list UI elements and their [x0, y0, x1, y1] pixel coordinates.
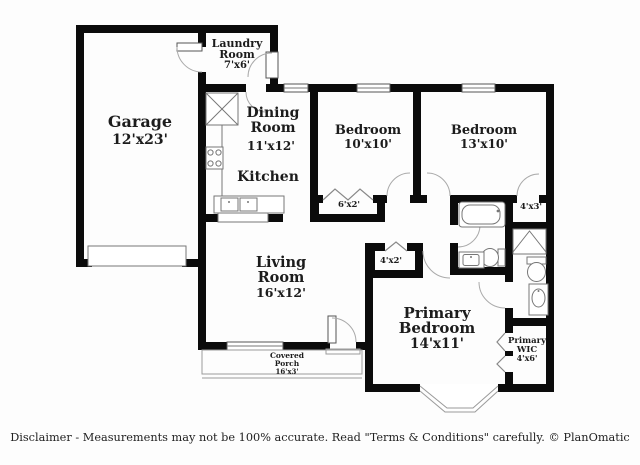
hall-toilet: [481, 248, 506, 267]
primary-bedroom-dims: 14'x11': [410, 336, 464, 352]
laundry-dims: 7'x6': [224, 60, 250, 71]
front-door: [325, 315, 361, 355]
dining-dims: 11'x12': [247, 139, 295, 153]
laundry-dining-door: [245, 91, 267, 113]
bedroom-small-window: [356, 83, 391, 93]
dining-label-line2: Room: [250, 120, 295, 136]
walls: [76, 25, 554, 392]
bedroom-mid-dims: 13'x10': [460, 137, 508, 151]
laundry-label-line2: Room: [219, 48, 255, 61]
bedroom-mid-label: Bedroom: [451, 123, 518, 138]
hall-vanity-sink: [458, 251, 485, 269]
doors: [176, 42, 540, 373]
porch-dims: 16'x3': [275, 367, 298, 376]
garage-label: Garage: [108, 112, 172, 131]
laundry-exterior-door: [247, 51, 279, 79]
living-label-line1: Living: [256, 254, 306, 271]
kitchen-label: Kitchen: [237, 169, 299, 185]
fixtures: [87, 92, 549, 379]
porch-label-line2: Porch: [275, 359, 300, 368]
bedroom-small-door: [386, 172, 411, 197]
living-dims: 16'x12': [256, 285, 306, 300]
wic-label-line2: WIC: [516, 345, 538, 355]
closet-small-dims: 6'x2': [338, 200, 360, 210]
dining-window: [283, 83, 309, 93]
porch-outline: [201, 349, 363, 379]
bedroom-mid-door: [426, 172, 451, 197]
primary-vanity-sink: [528, 283, 549, 316]
living-room-window: [226, 341, 284, 351]
porch-label-line1: Covered: [270, 351, 305, 360]
hall-closet-dims: 4'x2': [380, 256, 402, 266]
primary-bedroom-label-line2: Bedroom: [399, 319, 476, 337]
primary-bathroom-door: [478, 281, 506, 309]
shower: [512, 228, 547, 255]
closet-small-bifold-doors: [322, 188, 374, 201]
dining-label-line1: Dining: [247, 105, 300, 121]
disclaimer-text: Disclaimer - Measurements may not be 100…: [10, 431, 630, 444]
bedroom-mid-closet-door: [516, 173, 540, 197]
hall-bathroom-door: [457, 224, 481, 248]
hall-closet-bifold-door: [384, 241, 408, 252]
wic-bifold-doors: [496, 332, 506, 373]
wic-label-line1: Primary: [508, 336, 547, 346]
windows: [226, 83, 499, 413]
kitchen-pantry: [205, 92, 239, 126]
wic-dims: 4'x6': [517, 353, 538, 363]
bay-window: [419, 384, 499, 413]
garage-laundry-door: [176, 42, 203, 73]
garage-dims: 12'x23': [112, 132, 168, 148]
laundry-label-line1: Laundry: [212, 37, 263, 50]
room-labels: Garage 12'x23' Laundry Room 7'x6' Dining…: [108, 37, 547, 376]
bedroom-mid-window: [461, 83, 496, 93]
stove: [205, 146, 224, 170]
closet-mid-dims: 4'x3': [520, 202, 542, 212]
garage-door: [87, 245, 187, 267]
bedroom-small-label: Bedroom: [335, 123, 402, 138]
bedroom-small-dims: 10'x10': [344, 137, 392, 151]
kitchen-sink: [220, 197, 258, 212]
primary-bedroom-label-line1: Primary: [403, 304, 471, 322]
primary-bedroom-door: [422, 250, 451, 279]
living-label-line2: Room: [258, 269, 305, 286]
bathtub: [458, 201, 506, 228]
primary-toilet: [526, 256, 547, 282]
